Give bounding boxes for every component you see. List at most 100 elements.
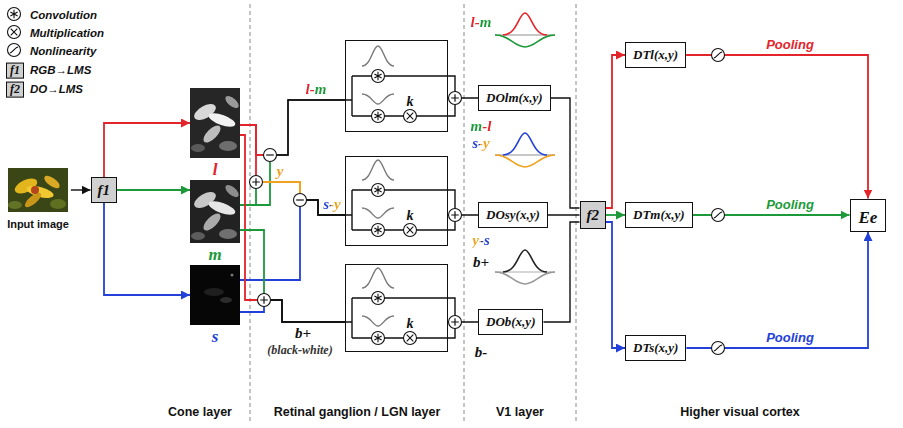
connector-segment [240,230,264,300]
receptive-field-box: k [345,40,448,132]
gaussian-kernel [362,46,394,326]
receptive-field-wiring [345,76,455,116]
formula-label: DOsy(x,y) [486,207,540,223]
connector [240,100,345,205]
connector-segment [264,300,345,322]
gaussian-kernel [362,46,394,66]
cortex-output-box: DTm(x,y) [625,202,693,228]
connector-segment [606,55,625,208]
v1-output-box: DOsy(x,y) [478,202,548,228]
connector [686,232,868,348]
connector [240,230,345,322]
label-anchor: Higher visual cortex [680,402,800,420]
operator-symbols [258,294,271,307]
label-anchor: m-l [471,117,492,135]
legend-row: RGB→LMS [30,60,91,78]
layer-name: Cone layer [168,405,232,419]
connector-segment [606,222,625,348]
edge-label: Pooling [764,197,816,212]
gain-symbol: k [407,316,414,333]
gain-symbol: k [407,208,414,225]
v1-output-box: DOlm(x,y) [478,85,551,111]
label-anchor: (black-white) [267,340,332,358]
connector-segment [104,203,190,295]
legend-text: Nonlinearity [30,45,96,57]
operator-symbols [8,44,21,57]
layer-divider [576,4,577,424]
input-photo [13,175,40,196]
operator-symbols [8,8,21,21]
input-image: Input image [5,168,71,232]
label-anchor: Retinal ganglion / LGN layer [274,402,441,420]
connector [240,135,345,322]
operator-symbols [404,332,417,345]
formula-label: DTl(x,y) [633,47,678,63]
cone-response-image [204,288,224,296]
dog-profile [495,272,555,284]
formula-label: DTm(x,y) [633,207,685,223]
v1-output-box: DOb(x,y) [478,309,543,335]
label-anchor: b+ [295,324,311,342]
connector-segment [104,123,190,177]
operator-symbols [404,110,417,123]
vector-label: Ee [859,208,878,228]
transform-box: f2 [580,201,607,229]
cone-response-image [190,180,240,243]
cone-response-image [207,199,237,218]
input-photo [8,201,22,209]
cortex-output-box: DTs(x,y) [625,335,686,361]
formula-label: DTs(x,y) [633,340,678,356]
channel-label: m [208,245,221,265]
connector-segment [548,214,580,215]
cone-image: s [190,265,240,347]
signal-name: y [277,163,284,180]
receptive-field-wiring [345,298,455,338]
layer-divider [464,4,465,424]
gaussian-kernel [362,208,394,218]
legend-row: DO→LMS [30,79,83,97]
connector [104,203,190,295]
dog-profile [495,13,555,284]
edge-label-anchor: Pooling [764,195,816,213]
cone-response-image [190,265,240,325]
signal-name: b+ [473,254,489,271]
cone-response-image [190,88,241,325]
connector [606,55,625,208]
cortex-output-box: DTl(x,y) [625,42,686,68]
transform-label: f1 [98,181,111,199]
dog-profile [503,250,547,272]
gaussian-kernel [362,268,394,288]
label-anchor: l-m [306,80,327,98]
transform-symbol: f1 [6,63,24,79]
receptive-field-wiring [345,76,455,338]
formula-label: DOb(x,y) [486,314,535,330]
cone-image: m [190,180,240,265]
signal-name: s-y [323,196,341,213]
cone-response-image [190,88,240,158]
connector-segment [256,182,300,200]
connector-segment [117,189,190,191]
connector-segment [606,214,625,216]
label-anchor: b+ [473,253,489,271]
operator-symbols [372,184,385,197]
legend-text: Multiplication [30,27,104,39]
cone-response-image [223,183,240,199]
layer-name: V1 layer [496,405,544,419]
connector [240,300,345,322]
operator-symbols [264,149,277,162]
cone-response-image [191,232,205,240]
cone-response-image [201,211,224,234]
connector-segment [543,222,579,322]
connector-segment [264,300,345,322]
operator-symbols [712,209,725,222]
dog-profile [503,13,547,35]
dog-profile [495,35,555,47]
operator-symbols [449,316,462,329]
connector [606,215,625,216]
label-anchor: V1 layer [496,402,544,420]
cone-response-image [220,297,232,303]
operator-symbols [712,49,725,62]
signal-name: l-m [471,14,492,31]
transform-label: f2 [587,206,600,224]
